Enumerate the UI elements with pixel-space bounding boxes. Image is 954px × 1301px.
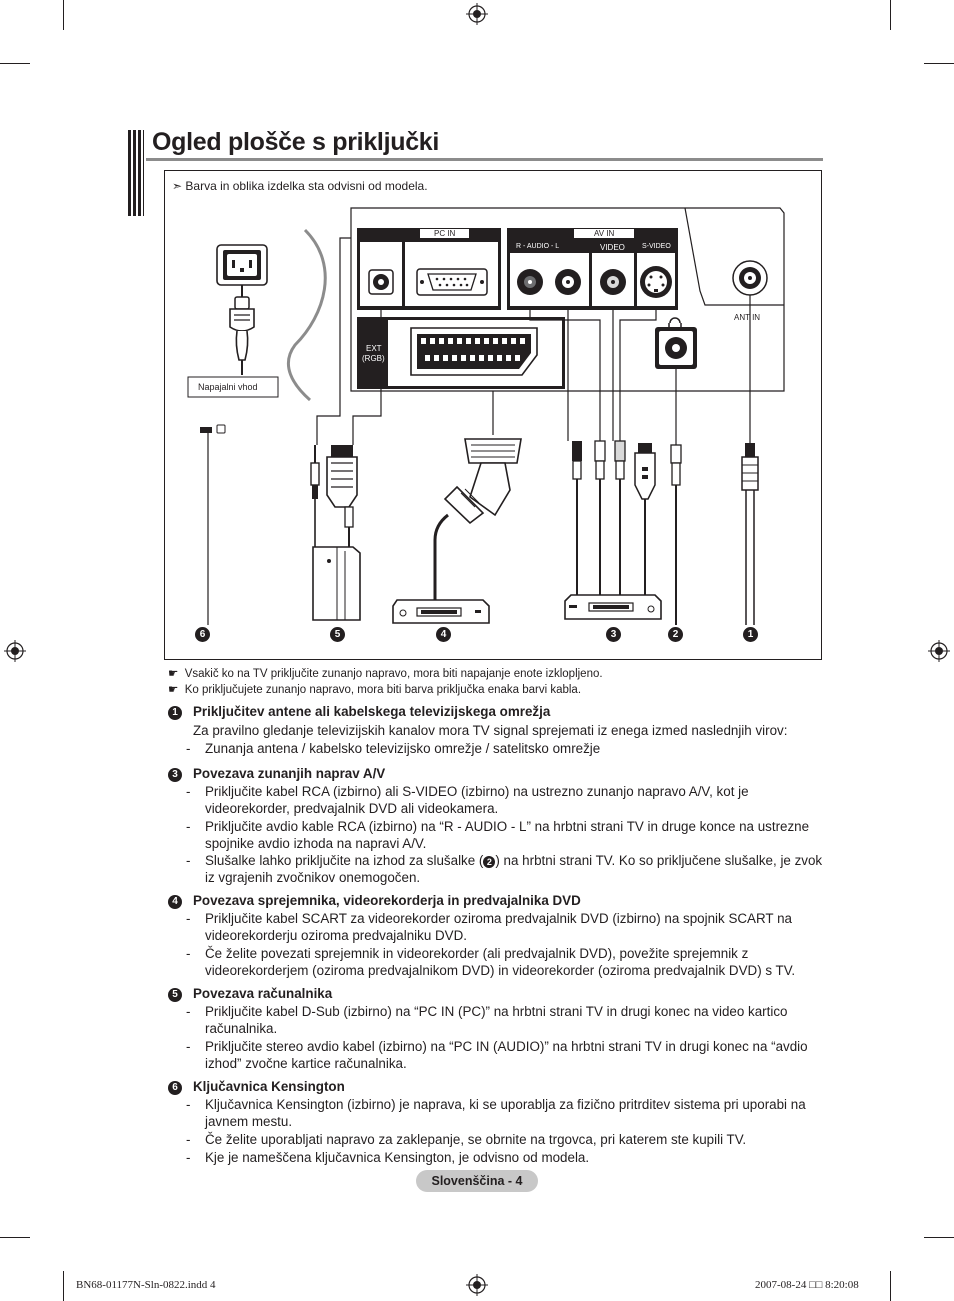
crop-mark [924, 1237, 954, 1238]
section-number: 4 [168, 895, 182, 909]
note-text: Vsakič ko na TV priključite zunanjo napr… [184, 668, 603, 680]
arrow-icon: ➣ [172, 179, 183, 193]
crop-mark [0, 1237, 30, 1238]
connection-diagram [164, 170, 822, 660]
bullet-text: Ključavnica Kensington (izbirno) je napr… [205, 1097, 806, 1129]
registration-mark-icon [4, 640, 26, 662]
bullet-text: Zunanja antena / kabelsko televizijsko o… [205, 741, 601, 756]
badge-6: 6 [195, 627, 210, 642]
ant-in-label: ANT IN [734, 313, 761, 322]
section-number: 1 [168, 706, 182, 720]
bullet-item: -Slušalke lahko priključite na izhod za … [186, 853, 826, 886]
bullet-item: -Ključavnica Kensington (izbirno) je nap… [186, 1097, 826, 1130]
note-text: Ko priključujete zunanjo napravo, mora b… [184, 684, 582, 696]
crop-mark [890, 0, 891, 30]
ext-label: EXT [366, 344, 382, 353]
badge-1: 1 [743, 627, 758, 642]
video-label: VIDEO [600, 243, 625, 252]
bullet-item: -Priključite avdio kable RCA (izbirno) n… [186, 819, 826, 852]
section-intro: Za pravilno gledanje televizijskih kanal… [193, 723, 788, 738]
page-number-badge: Slovenščina - 4 [416, 1170, 538, 1192]
hand-icon: ☛ [168, 668, 179, 680]
title-underline [146, 158, 823, 161]
pc-in-label: PC IN [420, 229, 470, 238]
figure-note: ➣ Barva in oblika izdelka sta odvisni od… [172, 179, 428, 193]
badge-3: 3 [606, 627, 621, 642]
bullet-item: -Če želite povezati sprejemnik in videor… [186, 946, 826, 979]
hand-icon: ☛ [168, 684, 179, 696]
bullet-item: -Priključite kabel RCA (izbirno) ali S-V… [186, 784, 826, 817]
bullet-text: Priključite kabel RCA (izbirno) ali S-VI… [205, 784, 749, 816]
section-number: 5 [168, 988, 182, 1002]
page-title: Ogled plošče s priključki [152, 128, 440, 156]
audio-label: AUDIO [370, 244, 396, 253]
headphone-badge: 2 [483, 856, 496, 868]
bullet-text: Priključite kabel D-Sub (izbirno) na “PC… [205, 1004, 788, 1036]
bullet-text: Priključite stereo avdio kabel (izbirno)… [205, 1039, 808, 1071]
rgb-label: (RGB) [362, 354, 385, 363]
bullet-text: Slušalke lahko priključite na izhod za s… [205, 853, 823, 885]
power-input-label: Napajalni vhod [198, 382, 258, 392]
note-item: ☛ Vsakič ko na TV priključite zunanjo na… [168, 666, 603, 680]
bullet-text: Če želite povezati sprejemnik in videore… [205, 946, 796, 978]
figure-note-text: Barva in oblika izdelka sta odvisni od m… [185, 179, 428, 193]
bullet-item: -Priključite kabel D-Sub (izbirno) na “P… [186, 1004, 826, 1037]
registration-mark-icon [466, 1274, 488, 1296]
section-title: Povezava sprejemnika, videorekorderja in… [193, 893, 581, 908]
note-item: ☛ Ko priključujete zunanjo napravo, mora… [168, 682, 581, 696]
r-audio-l-label: R - AUDIO - L [516, 243, 560, 250]
bullet-text: Priključite kabel SCART za videorekorder… [205, 911, 792, 943]
section-heading: 1 Priključitev antene ali kabelskega tele… [168, 704, 550, 720]
section-number: 3 [168, 768, 182, 782]
crop-mark [63, 1271, 64, 1301]
crop-mark [890, 1271, 891, 1301]
date-slug: 2007-08-24 □□ 8:20:08 [755, 1279, 859, 1291]
registration-mark-icon [466, 3, 488, 25]
s-video-label: S-VIDEO [642, 243, 671, 250]
section-title: Ključavnica Kensington [193, 1079, 345, 1094]
bullet-item: -Zunanja antena / kabelsko televizijsko … [186, 741, 826, 758]
pc-label: PC [448, 244, 460, 253]
bullet-item: -Priključite stereo avdio kabel (izbirno… [186, 1039, 826, 1072]
registration-mark-icon [928, 640, 950, 662]
badge-4: 4 [436, 627, 451, 642]
file-slug: BN68-01177N-Sln-0822.indd 4 [76, 1279, 216, 1291]
badge-5: 5 [330, 627, 345, 642]
title-bar [128, 130, 144, 216]
section-heading: 6 Ključavnica Kensington [168, 1079, 345, 1095]
section-title: Povezava zunanjih naprav A/V [193, 766, 386, 781]
section-title: Povezava računalnika [193, 986, 333, 1001]
bullet-text: Kje je nameščena ključavnica Kensington,… [205, 1150, 590, 1165]
section-number: 6 [168, 1081, 182, 1095]
section-heading: 5 Povezava računalnika [168, 986, 332, 1002]
crop-mark [924, 63, 954, 64]
crop-mark [63, 0, 64, 30]
section-heading: 4 Povezava sprejemnika, videorekorderja i… [168, 893, 581, 909]
bullet-item: -Priključite kabel SCART za videorekorde… [186, 911, 826, 944]
av-in-label: AV IN [574, 229, 635, 238]
section-heading: 3 Povezava zunanjih naprav A/V [168, 766, 385, 782]
connection-panel-illustration [187, 207, 785, 625]
section-title: Priključitev antene ali kabelskega telev… [193, 704, 551, 719]
bullet-item: -Kje je nameščena ključavnica Kensington… [186, 1150, 826, 1167]
crop-mark [0, 63, 30, 64]
bullet-text: Priključite avdio kable RCA (izbirno) na… [205, 819, 810, 851]
bullet-text: Če želite uporabljati napravo za zaklepa… [205, 1132, 747, 1147]
badge-2: 2 [668, 627, 683, 642]
bullet-item: -Če želite uporabljati napravo za zaklep… [186, 1132, 826, 1149]
